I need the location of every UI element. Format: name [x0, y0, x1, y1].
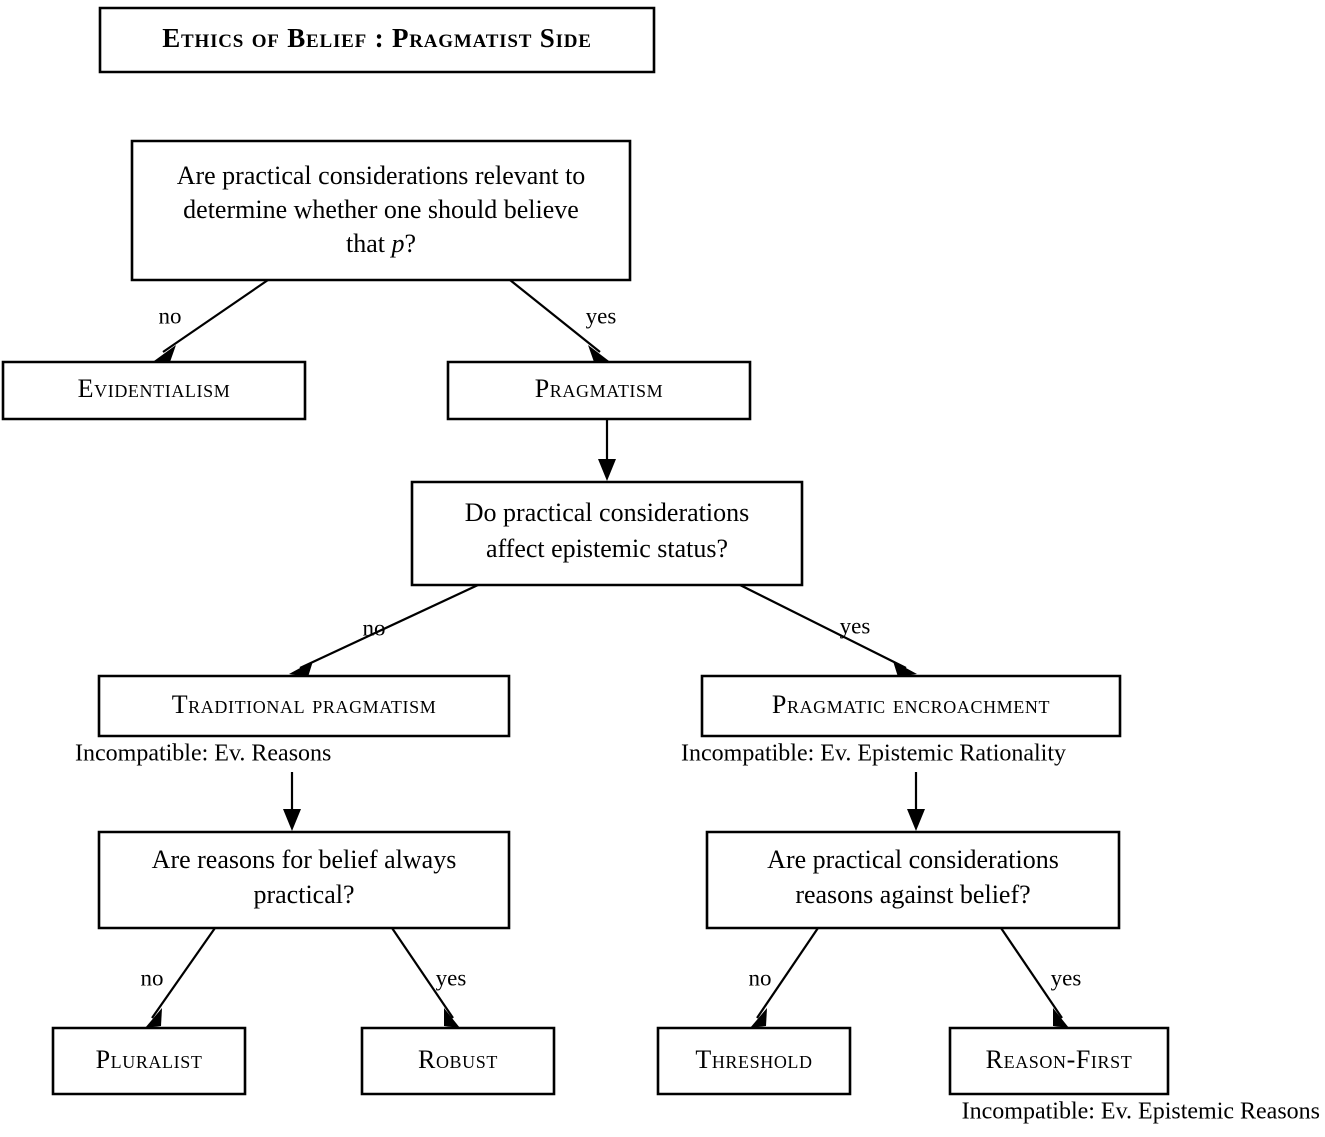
edge-line: [739, 584, 907, 669]
edge-label-q4-yes: yes: [1051, 965, 1082, 990]
edge-line: [1000, 927, 1063, 1019]
node-question-q3: Are reasons for belief always practical?: [99, 832, 509, 928]
q4-line-1: Are practical considerations: [767, 845, 1059, 874]
edge-label-q1-yes: yes: [586, 303, 617, 328]
edge-line: [299, 584, 479, 669]
arrow-head: [588, 345, 609, 362]
edge-encroachment-q4: [907, 772, 925, 831]
node-robust: Robust: [362, 1028, 554, 1094]
edge-label-q2-yes: yes: [840, 613, 871, 638]
node-question-q4: Are practical considerations reasons aga…: [707, 832, 1119, 928]
edge-line: [162, 279, 269, 353]
q1-line-1: Are practical considerations relevant to: [177, 161, 586, 190]
arrow-head: [154, 345, 176, 362]
title-box: [100, 8, 654, 72]
q2-line-1: Do practical considerations: [465, 498, 749, 527]
node-traditional-pragmatism: Traditional pragmatism: [99, 676, 509, 736]
edge-q1-pragmatism: [509, 279, 609, 362]
arrow-head: [289, 661, 313, 677]
evidentialism-label: Evidentialism: [78, 374, 231, 403]
edge-q3-pluralist: [145, 927, 216, 1028]
q3-line-1: Are reasons for belief always: [152, 845, 457, 874]
edge-layer: [145, 279, 1069, 1028]
edge-q1-evidentialism: [154, 279, 269, 362]
arrow-head: [444, 1008, 460, 1028]
node-question-q2: Do practical considerations affect epist…: [412, 482, 802, 585]
traditional-pragmatism-box: [99, 676, 509, 736]
q4-box: [707, 832, 1119, 928]
q2-box: [412, 482, 802, 585]
node-pragmatic-encroachment: Pragmatic encroachment: [702, 676, 1120, 736]
arrow-head: [145, 1008, 162, 1028]
pluralist-box: [53, 1028, 245, 1094]
edge-q2-traditional: [289, 584, 479, 677]
edge-q4-threshold: [750, 927, 819, 1028]
edge-q3-robust: [391, 927, 460, 1028]
edge-label-q3-no: no: [141, 965, 164, 990]
pragmatism-box: [448, 362, 750, 419]
evidentialism-box: [3, 362, 305, 419]
pluralist-label: Pluralist: [96, 1045, 203, 1074]
annotation-reason-first: Incompatible: Ev. Epistemic Reasons: [962, 1099, 1320, 1125]
edge-label-q4-no: no: [749, 965, 772, 990]
traditional-pragmatism-label: Traditional pragmatism: [172, 690, 437, 719]
edge-traditional-q3: [283, 772, 301, 831]
arrow-head: [1053, 1008, 1069, 1028]
annotation-pragmatic-encroachment: Incompatible: Ev. Epistemic Rationality: [681, 741, 1066, 767]
arrow-head: [893, 661, 917, 677]
node-title: Ethics of Belief : Pragmatist Side: [100, 8, 654, 72]
edge-pragmatism-q2: [598, 419, 616, 481]
pragmatic-encroachment-label: Pragmatic encroachment: [772, 690, 1050, 719]
edge-label-q1-no: no: [159, 303, 182, 328]
pragmatism-label: Pragmatism: [535, 374, 663, 403]
annotation-traditional-pragmatism: Incompatible: Ev. Reasons: [75, 741, 331, 767]
edge-label-q2-no: no: [363, 615, 386, 640]
node-threshold: Threshold: [658, 1028, 850, 1094]
node-reason-first: Reason-First: [950, 1028, 1168, 1094]
node-pragmatism: Pragmatism: [448, 362, 750, 419]
edge-label-q3-yes: yes: [436, 965, 467, 990]
robust-label: Robust: [418, 1045, 498, 1074]
arrow-head: [598, 459, 616, 481]
edge-q4-reasonfirst: [1000, 927, 1069, 1028]
q3-line-2: practical?: [253, 880, 354, 909]
edge-line: [151, 927, 216, 1019]
edge-line: [509, 279, 601, 353]
q1-line-3: that p?: [346, 229, 416, 258]
threshold-label: Threshold: [695, 1045, 812, 1074]
q2-line-2: affect epistemic status?: [486, 534, 728, 563]
pragmatic-encroachment-box: [702, 676, 1120, 736]
reason-first-box: [950, 1028, 1168, 1094]
page-title: Ethics of Belief : Pragmatist Side: [162, 23, 592, 53]
edge-line: [391, 927, 454, 1019]
arrow-head: [907, 809, 925, 831]
arrow-head: [750, 1008, 767, 1028]
edge-line: [756, 927, 819, 1019]
node-question-q1: Are practical considerations relevant to…: [132, 141, 630, 280]
robust-box: [362, 1028, 554, 1094]
q3-box: [99, 832, 509, 928]
q1-line-2: determine whether one should believe: [183, 195, 579, 224]
edge-label-layer: no yes no yes no yes no yes: [141, 303, 1082, 990]
arrow-head: [283, 809, 301, 831]
node-evidentialism: Evidentialism: [3, 362, 305, 419]
threshold-box: [658, 1028, 850, 1094]
edge-q2-encroachment: [739, 584, 917, 677]
reason-first-label: Reason-First: [986, 1045, 1133, 1074]
q4-line-2: reasons against belief?: [795, 880, 1030, 909]
q1-box: [132, 141, 630, 280]
annotation-layer: Incompatible: Ev. Reasons Incompatible: …: [75, 741, 1320, 1125]
node-pluralist: Pluralist: [53, 1028, 245, 1094]
